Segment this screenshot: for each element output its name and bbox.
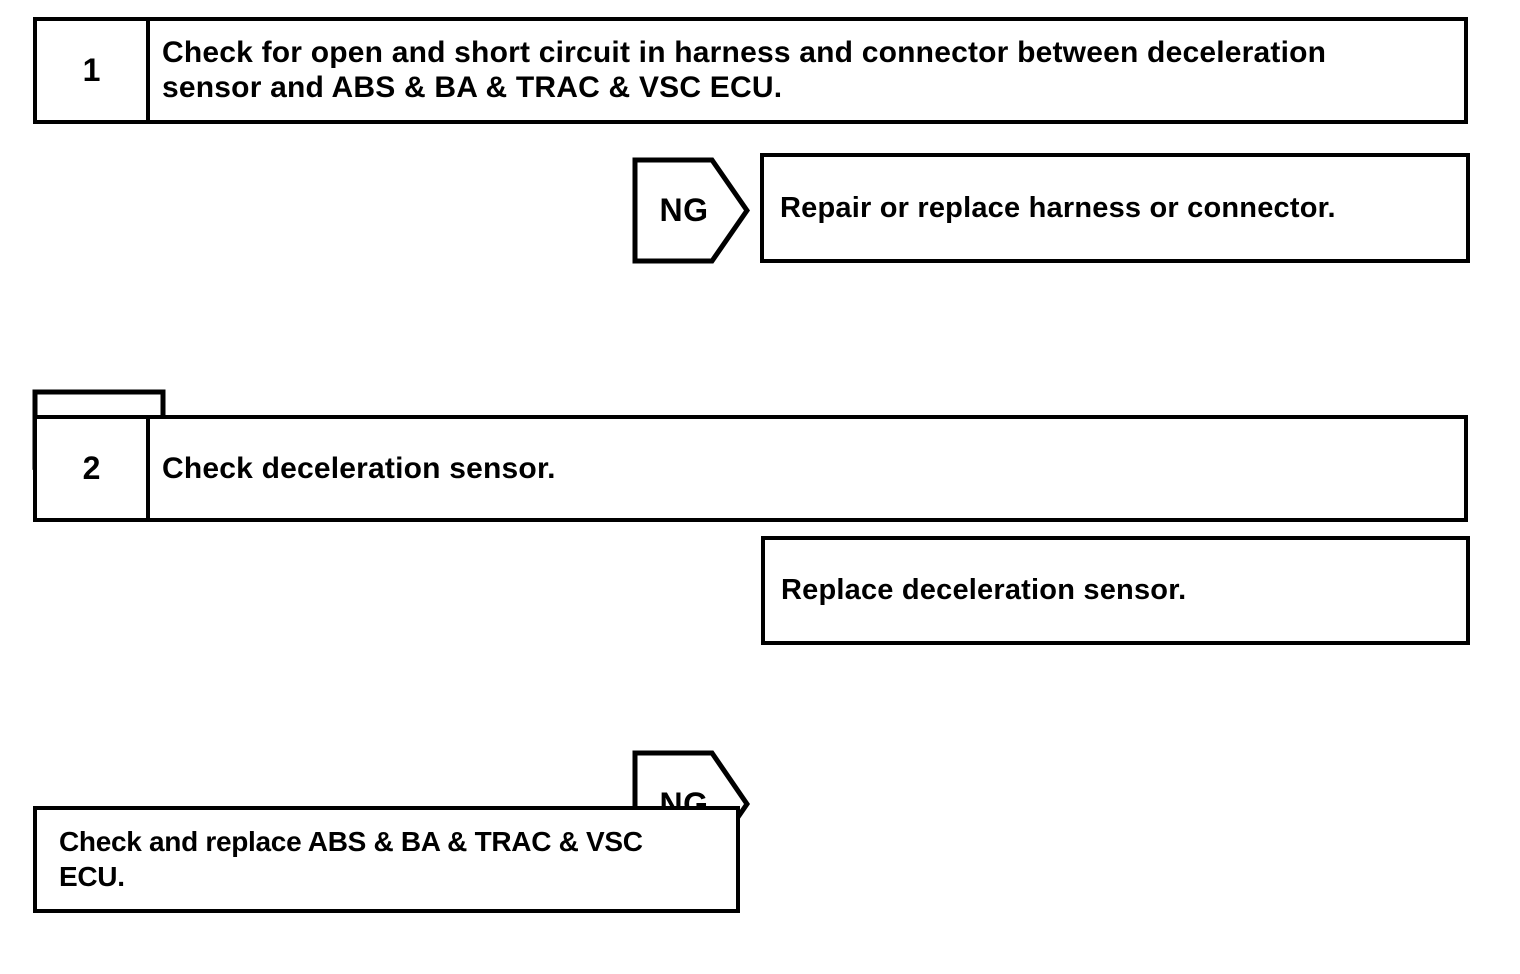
step-2-ng-action-text: Replace deceleration sensor. xyxy=(781,574,1187,606)
step-2-ng-action-box: Replace deceleration sensor. xyxy=(761,536,1470,645)
step-1-ng-action-box: Repair or replace harness or connector. xyxy=(760,153,1470,263)
step-1-ng-arrow: NG xyxy=(632,157,750,264)
step-2-instruction: Check deceleration sensor. xyxy=(162,452,556,485)
step-2-text-cell: Check deceleration sensor. xyxy=(150,419,1464,518)
step-1-text-cell: Check for open and short circuit in harn… xyxy=(150,21,1464,120)
step-1-instruction: Check for open and short circuit in harn… xyxy=(162,36,1327,104)
step-1-ng-action-text: Repair or replace harness or connector. xyxy=(780,191,1336,224)
step-2-box: 2 Check deceleration sensor. xyxy=(33,415,1468,522)
step-1-number: 1 xyxy=(37,21,150,120)
step-2-number: 2 xyxy=(37,419,150,518)
terminal-action-box: Check and replace ABS & BA & TRAC & VSC … xyxy=(33,806,740,913)
step-1-ng-label: NG xyxy=(659,192,709,228)
step-1-box: 1 Check for open and short circuit in ha… xyxy=(33,17,1468,124)
terminal-action-text: Check and replace ABS & BA & TRAC & VSC … xyxy=(59,826,643,892)
ng-right-arrow-icon xyxy=(632,157,750,264)
